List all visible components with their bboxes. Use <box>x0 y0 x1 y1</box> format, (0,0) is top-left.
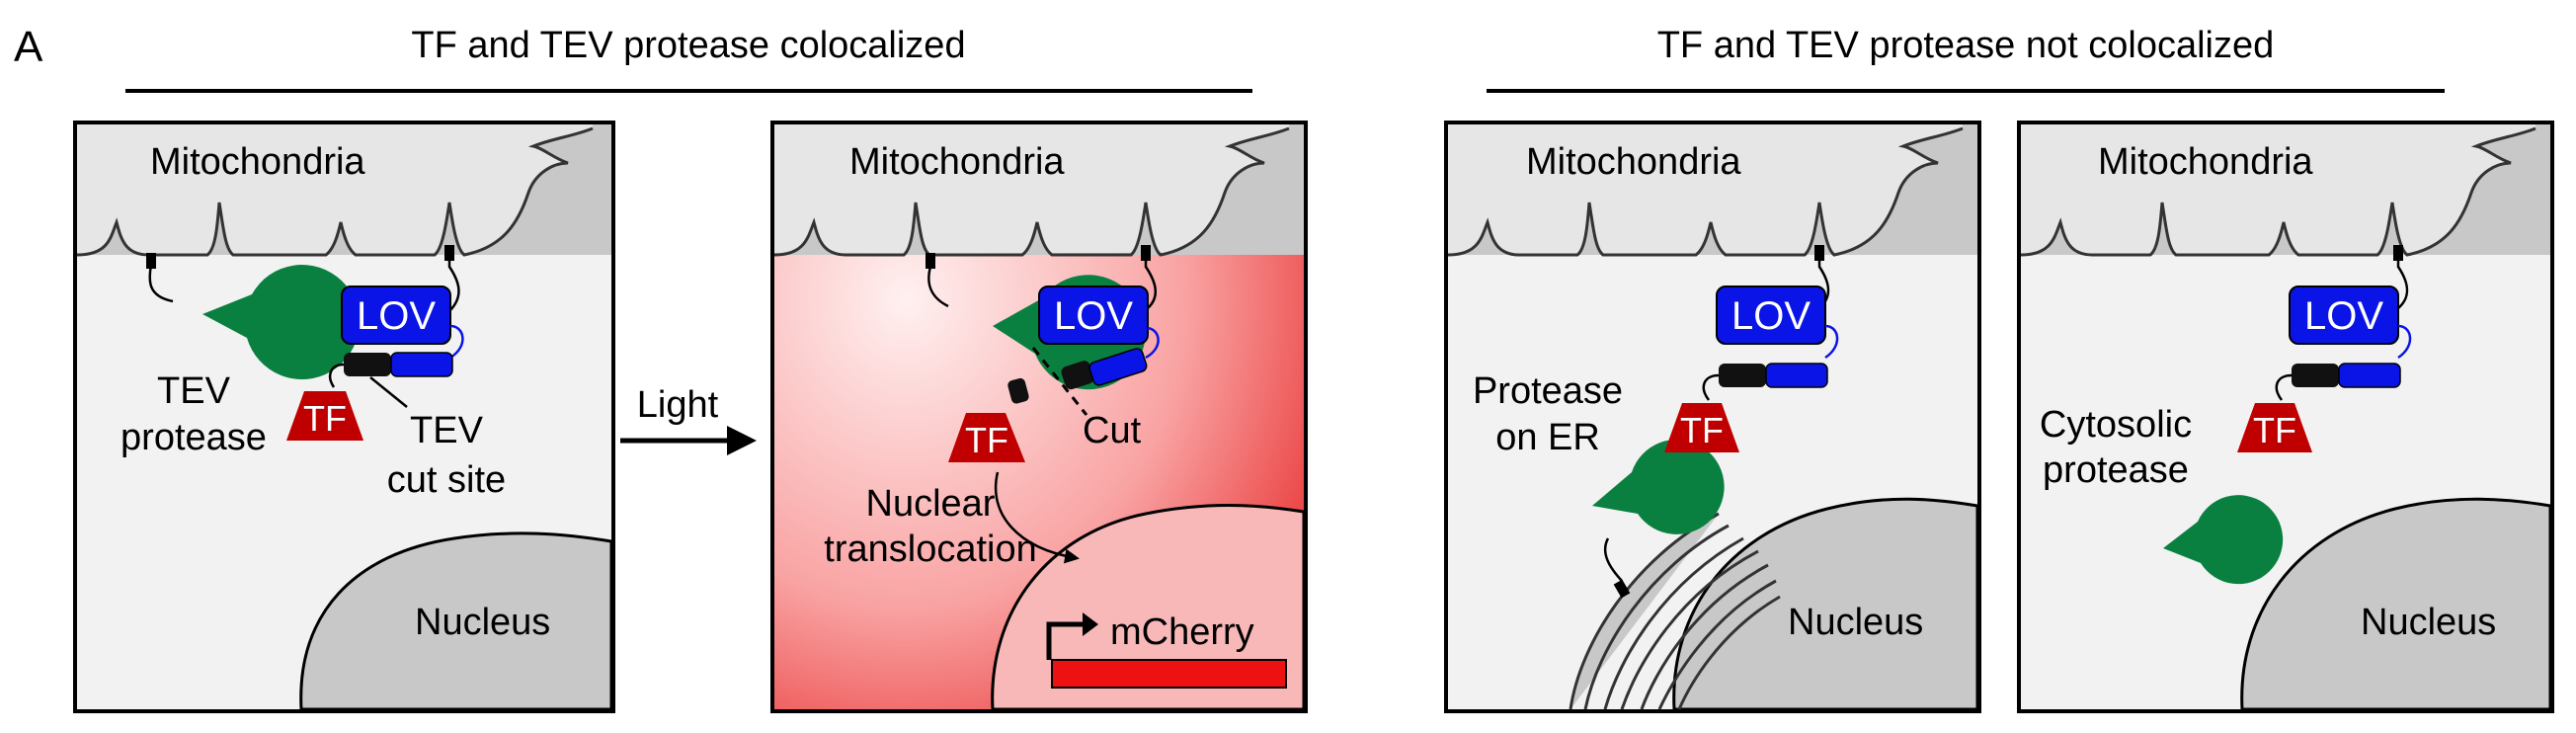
lov-domain-2 <box>1038 285 1149 345</box>
protease-on-er-label-2: on ER <box>1495 417 1600 458</box>
panel-3: Mitochondria Nucleus Protease on ER LOV <box>1444 121 1981 713</box>
tev-cut-site <box>344 353 391 376</box>
tf-label-3: TF <box>1680 410 1724 450</box>
mitochondria-label-4: Mitochondria <box>2098 141 2313 183</box>
cytosolic-protease-label-1: Cytosolic <box>2040 404 2192 446</box>
linker-4 <box>2338 363 2401 388</box>
tev-cut-site-piece <box>1061 361 1094 390</box>
cytosolic-protease-icon <box>2163 495 2284 585</box>
tf-icon <box>286 391 363 441</box>
cut-label: Cut <box>1083 410 1142 451</box>
panel-letter: A <box>14 23 43 71</box>
promoter-arrow-icon <box>1046 621 1085 660</box>
tf-tag-piece <box>1007 377 1029 404</box>
tev-cut-site-3 <box>1719 364 1766 387</box>
nucleus-label-3: Nucleus <box>1788 602 1923 643</box>
tf-icon-4 <box>2237 403 2312 452</box>
lov-label: LOV <box>357 294 436 338</box>
lov-domain-4 <box>2289 285 2399 345</box>
lov-label-2: LOV <box>1054 294 1133 338</box>
lov-domain-3 <box>1716 285 1826 345</box>
mitochondria-shape-4 <box>2020 124 2550 257</box>
tf-label: TF <box>303 398 347 439</box>
tev-cut-site-4 <box>2292 364 2339 387</box>
panel-4: Mitochondria Nucleus Cytosolic protease … <box>2017 121 2554 713</box>
nuclear-translocation-label-2: translocation <box>824 529 1036 570</box>
mitochondria-shape-3 <box>1447 124 1977 257</box>
nucleus-shape-4 <box>2240 497 2552 711</box>
linker <box>390 352 453 377</box>
tf-label-4: TF <box>2253 410 2296 450</box>
lov-label-4: LOV <box>2304 294 2383 338</box>
protease-on-er-icon <box>1592 439 1725 534</box>
tf-icon-2 <box>948 413 1025 462</box>
cut-line <box>1031 347 1088 416</box>
panel-1: Mitochondria Nucleus TEV protease LOV TF… <box>73 121 615 713</box>
nucleus-label-4: Nucleus <box>2361 602 2496 643</box>
heading-colocalized: TF and TEV protease colocalized <box>411 25 965 66</box>
tf-label-2: TF <box>965 420 1008 460</box>
lov-domain <box>341 285 451 345</box>
tf-icon-3 <box>1664 403 1739 452</box>
light-label: Light <box>637 384 719 426</box>
nucleus-label: Nucleus <box>415 602 550 643</box>
mitochondria-shape-2 <box>773 124 1304 257</box>
linker-piece <box>1088 348 1148 386</box>
mitochondria-label-2: Mitochondria <box>849 141 1065 183</box>
mitochondria-shape <box>76 124 611 257</box>
tev-protease-label-2: protease <box>121 417 267 458</box>
mcherry-label: mCherry <box>1110 611 1254 653</box>
nucleus-shape-3 <box>1672 497 1979 711</box>
mcherry-gene-bar <box>1051 659 1287 689</box>
tev-protease-icon <box>202 265 360 380</box>
lov-label-3: LOV <box>1731 294 1811 338</box>
heading-not-colocalized: TF and TEV protease not colocalized <box>1657 25 2275 66</box>
mitochondria-label-3: Mitochondria <box>1526 141 1741 183</box>
tev-cut-site-label-1: TEV <box>410 410 484 451</box>
tev-cut-site-label-2: cut site <box>387 459 506 501</box>
nucleus-shape <box>299 531 613 711</box>
tev-protease-label-1: TEV <box>157 370 231 412</box>
cytosolic-protease-label-2: protease <box>2043 449 2189 491</box>
protease-on-er-label-1: Protease <box>1473 370 1623 412</box>
linker-3 <box>1765 363 1828 388</box>
nuclear-translocation-label-1: Nuclear <box>866 483 996 525</box>
translocation-arrow <box>994 471 1080 564</box>
panel-2: Mitochondria LOV Cut TF Nuclear transloc… <box>770 121 1308 713</box>
endoplasmic-reticulum <box>1569 512 1781 710</box>
mitochondria-label: Mitochondria <box>150 141 365 183</box>
